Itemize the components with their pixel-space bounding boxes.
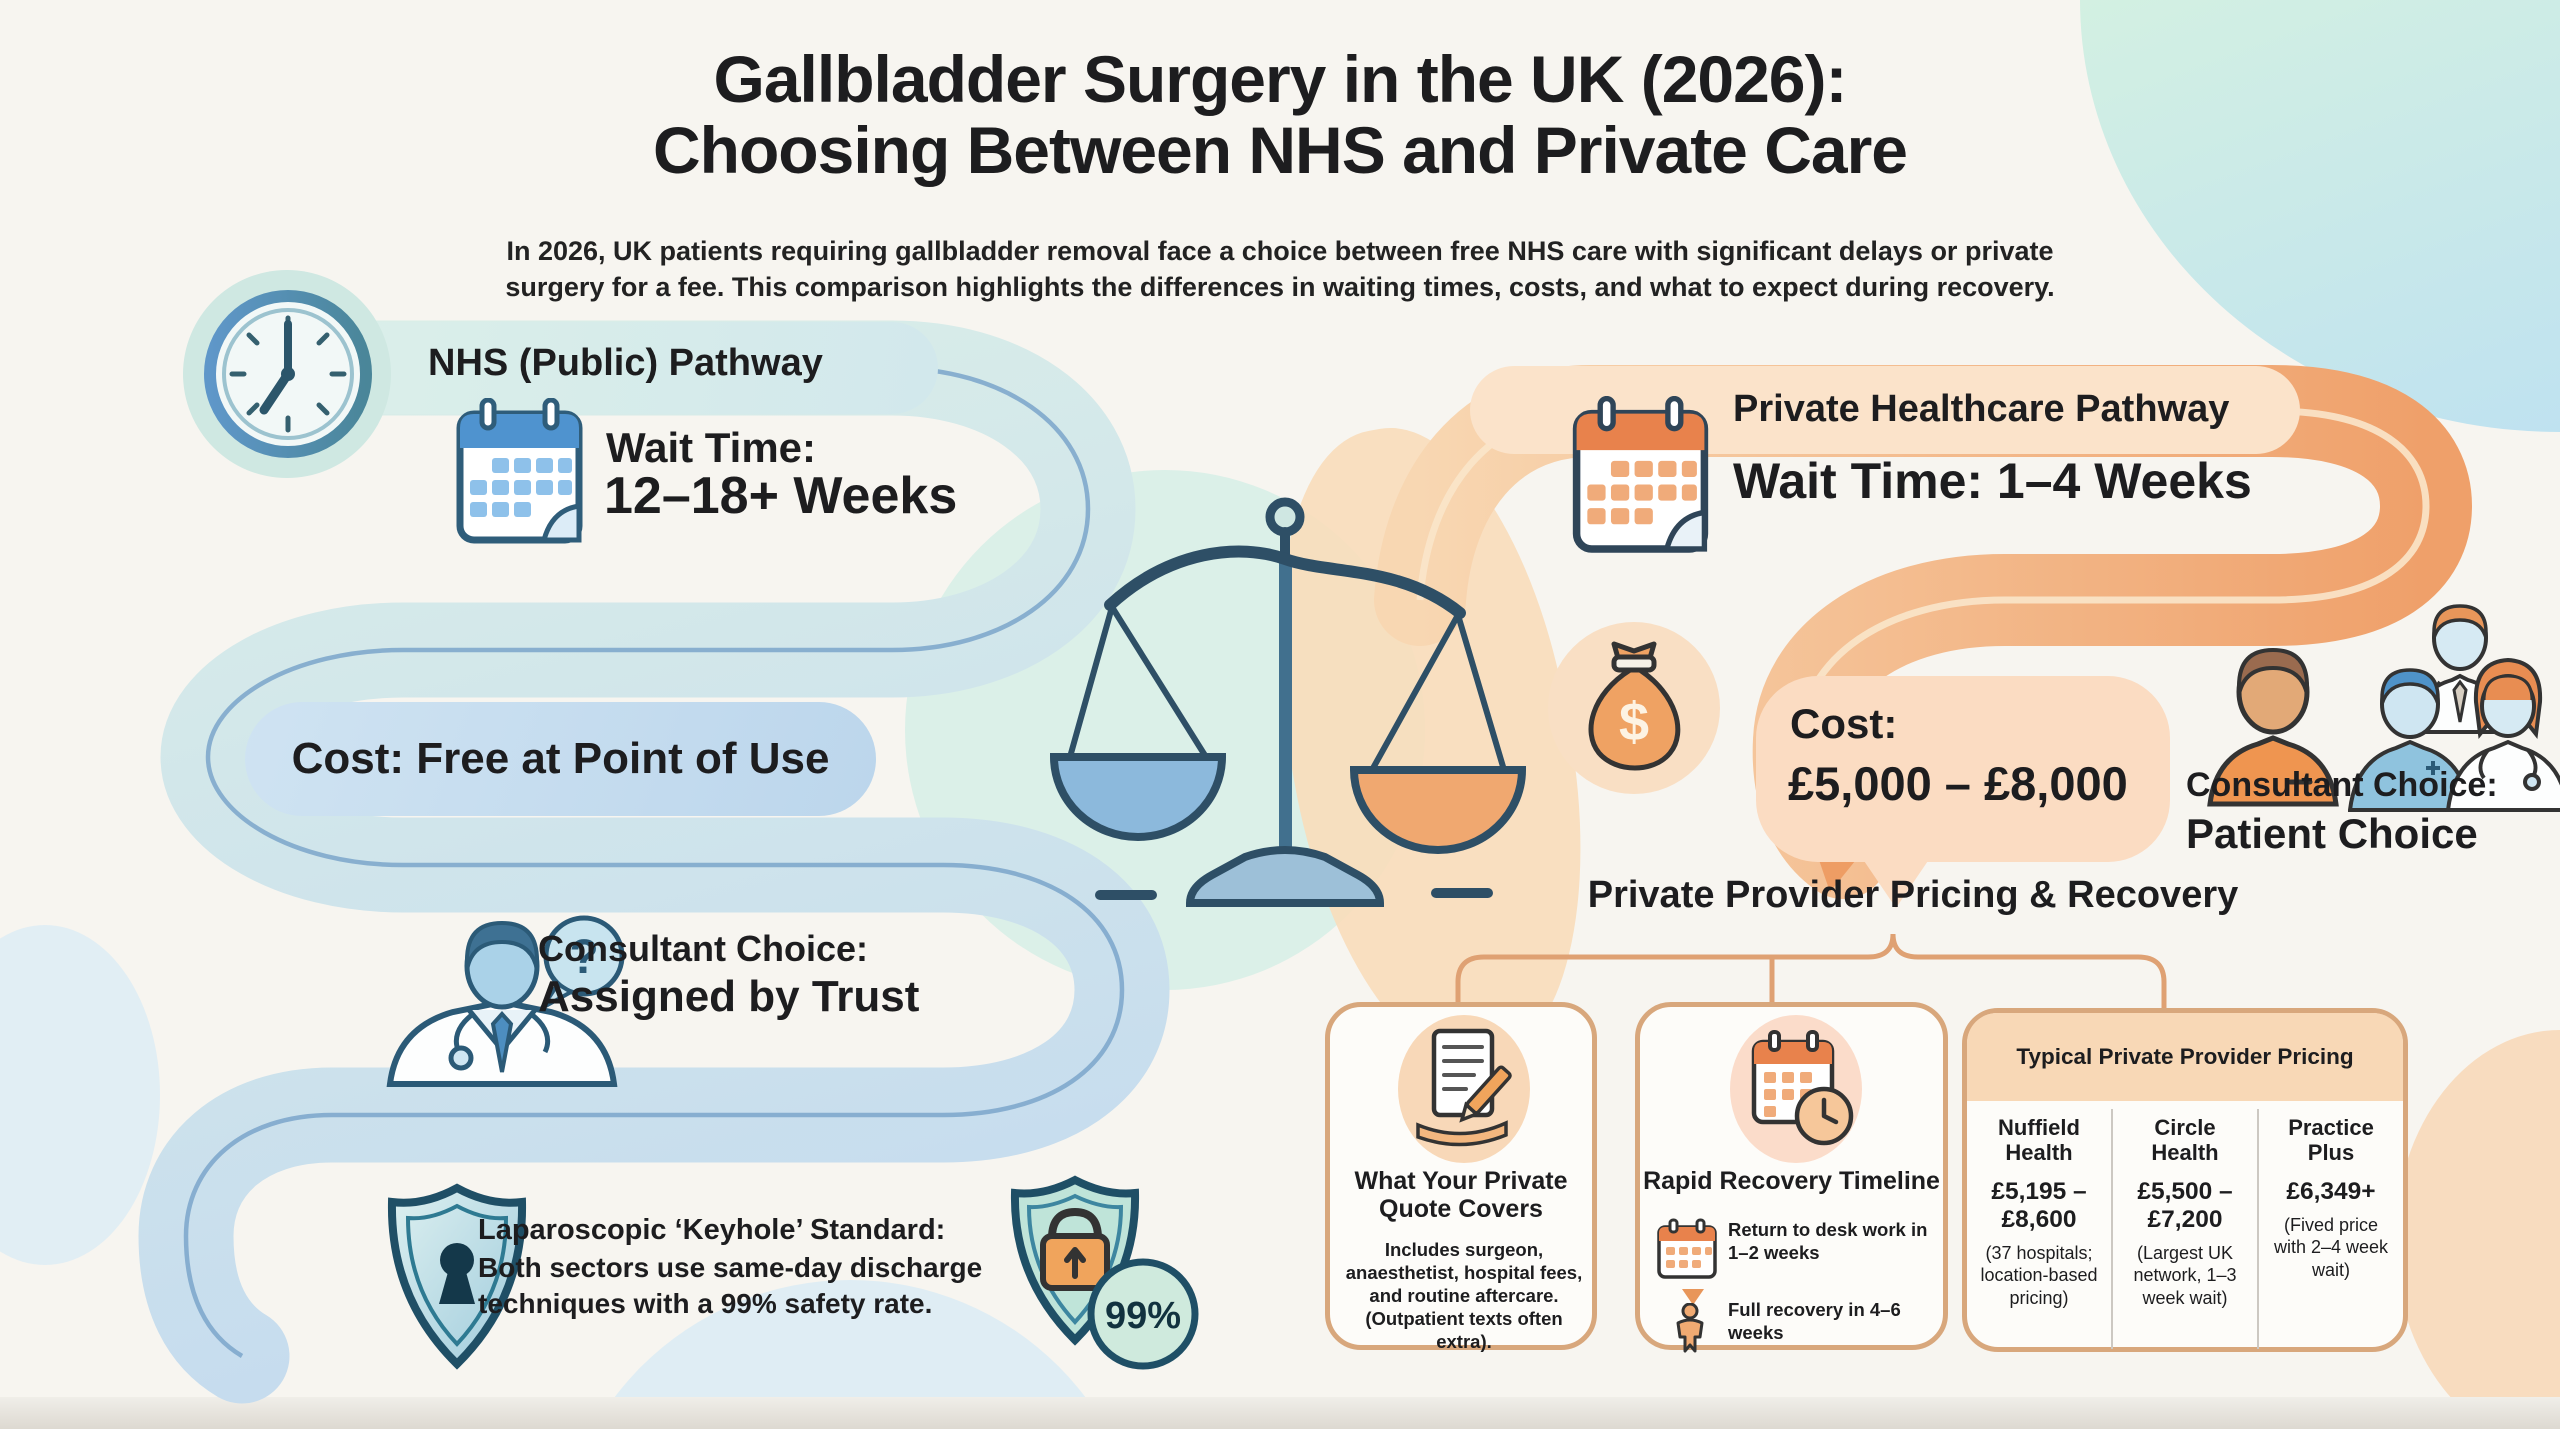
private-pathway-label: Private Healthcare Pathway <box>1733 388 2230 430</box>
quote-card-body: Includes surgeon, anaesthetist, hospital… <box>1345 1239 1583 1352</box>
down-arrow-icon <box>1682 1289 1704 1305</box>
keyhole-title: Laparoscopic ‘Keyhole’ Standard: <box>478 1214 946 1246</box>
title-line-2: Choosing Between NHS and Private Care <box>653 113 1908 188</box>
keyhole-body: Both sectors use same-day discharge tech… <box>478 1252 983 1320</box>
bottom-right-blob <box>2395 1030 2560 1429</box>
balance-scale-icon <box>1049 497 1527 907</box>
pricing-col-nuffield: Nuffield Health £5,195 – £8,600 (37 hosp… <box>1967 1109 2111 1349</box>
provider-name: Circle Health <box>2151 1115 2219 1166</box>
title-line-1: Gallbladder Surgery in the UK (2026): <box>713 42 1848 116</box>
quote-card: What Your Private Quote Covers Includes … <box>1325 1002 1597 1352</box>
provider-name: Nuffield Health <box>1998 1115 2080 1166</box>
mini-calendar-icon <box>1657 1218 1717 1279</box>
money-bag-icon: $ <box>1588 641 1681 771</box>
bottom-strip <box>0 1397 2560 1429</box>
recovery-row-1-bold: 1–2 weeks <box>1728 1241 1820 1263</box>
provider-note: (Fived price with 2–4 week wait) <box>2273 1214 2389 1280</box>
page-subtitle: In 2026, UK patients requiring gallbladd… <box>505 236 2055 302</box>
recovery-card: Rapid Recovery Timeline Return to desk w… <box>1635 1002 1948 1353</box>
safety-shield-icon: 99% <box>1010 1175 1199 1370</box>
nhs-consultant-label: Consultant Choice: <box>538 928 868 969</box>
pricing-recovery-title: Private Provider Pricing & Recovery <box>1587 874 2239 916</box>
pricing-card-header: Typical Private Provider Pricing <box>1967 1013 2403 1101</box>
private-cost-value: £5,000 – £8,000 <box>1788 757 2128 810</box>
provider-price: £6,349+ <box>2286 1177 2376 1205</box>
quote-icon-circle <box>1398 1015 1530 1163</box>
quote-card-title: What Your Private Quote Covers <box>1354 1167 1568 1223</box>
person-icon <box>1676 1303 1704 1353</box>
nhs-wait-label: Wait Time: <box>606 424 817 471</box>
recovery-row-1-text: Return to desk work in <box>1728 1219 1928 1240</box>
nhs-wait-value: 12–18+ Weeks <box>604 467 958 525</box>
nhs-pathway-label: NHS (Public) Pathway <box>428 342 823 384</box>
recovery-row-2: Full recovery in 4–6 weeks <box>1728 1299 1940 1344</box>
provider-note: (37 hospitals; location-based pricing) <box>1980 1242 2098 1308</box>
nhs-cost-text: Cost: Free at Point of Use <box>291 734 830 783</box>
recovery-row-2-bold: 4–6 weeks <box>1728 1299 1901 1343</box>
pricing-col-circle: Circle Health £5,500 – £7,200 (Largest U… <box>2111 1109 2257 1349</box>
recovery-icon-circle <box>1730 1015 1862 1163</box>
keyhole-standard-block: Laparoscopic ‘Keyhole’ Standard: Both se… <box>478 1214 1006 1323</box>
private-consultant-value: Patient Choice <box>2186 810 2478 857</box>
calendar-clock-icon <box>1751 1030 1854 1146</box>
safety-badge-text: 99% <box>1105 1295 1181 1337</box>
pricing-col-practice-plus: Practice Plus £6,349+ (Fived price with … <box>2257 1109 2403 1349</box>
page-title: Gallbladder Surgery in the UK (2026): Ch… <box>0 42 2560 188</box>
quote-document-icon <box>1416 1028 1512 1147</box>
provider-note: (Largest UK network, 1–3 week wait) <box>2133 1242 2237 1308</box>
provider-price: £5,500 – £7,200 <box>2137 1177 2233 1233</box>
recovery-row-1: Return to desk work in 1–2 weeks <box>1728 1219 1940 1264</box>
dollar-glyph: $ <box>1619 692 1649 752</box>
private-consultant-label: Consultant Choice: <box>2186 766 2498 804</box>
provider-price: £5,195 – £8,600 <box>1991 1177 2087 1233</box>
recovery-row-2-text: Full recovery in <box>1728 1299 1865 1320</box>
provider-name: Practice Plus <box>2288 1115 2374 1166</box>
private-wait-value: Wait Time: 1–4 Weeks <box>1733 453 2252 509</box>
nhs-calendar-icon <box>456 398 583 544</box>
private-cost-label: Cost: <box>1790 700 1898 747</box>
pricing-card: Typical Private Provider Pricing Nuffiel… <box>1962 1008 2408 1352</box>
recovery-card-title: Rapid Recovery Timeline <box>1643 1167 1940 1195</box>
clock-icon <box>204 290 372 458</box>
pricing-columns: Nuffield Health £5,195 – £8,600 (37 hosp… <box>1967 1109 2403 1349</box>
nhs-cost-pill: Cost: Free at Point of Use <box>245 702 876 816</box>
private-calendar-icon <box>1572 396 1709 553</box>
left-edge-blob <box>0 925 160 1265</box>
nhs-consultant-value: Assigned by Trust <box>538 972 920 1021</box>
